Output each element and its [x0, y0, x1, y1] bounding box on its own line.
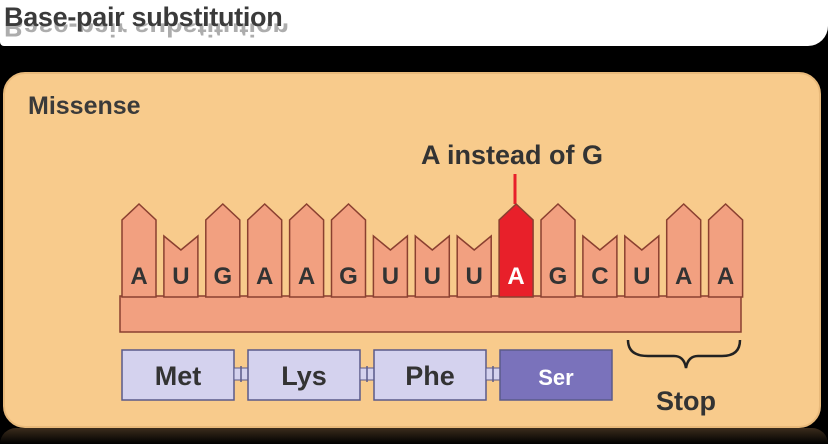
base-letter: U: [172, 263, 189, 290]
base-letter: A: [717, 263, 734, 290]
base-a: [121, 202, 157, 298]
codon-label: Ser: [538, 365, 574, 390]
base-letter: C: [591, 263, 608, 290]
codon-box: [499, 349, 613, 401]
base-u: [372, 234, 409, 298]
base-letter: A: [298, 263, 315, 290]
panel-label: Missense: [28, 92, 141, 120]
base-letter: A: [256, 263, 273, 290]
base-a: [246, 202, 283, 298]
base-u: [414, 234, 451, 298]
stop-brace: [626, 339, 742, 369]
base-letter: U: [466, 263, 483, 290]
base-a: [288, 202, 325, 298]
codon-box: [373, 349, 487, 401]
base-g: [205, 202, 241, 298]
codon-label: Phe: [405, 361, 455, 391]
codon-label: Met: [155, 361, 202, 391]
base-letter: U: [424, 263, 441, 290]
base-letter: A: [675, 263, 692, 290]
codon-label: Lys: [281, 361, 327, 391]
codon-box: [247, 349, 361, 401]
codon-box: [121, 349, 235, 401]
header-bar: Base-pair substitution: [0, 0, 828, 46]
base-mutated: [498, 202, 534, 298]
bottom-reflection: [0, 428, 828, 444]
base-u: [163, 234, 199, 298]
base-a: [707, 202, 744, 298]
base-letter: A: [507, 263, 524, 290]
base-g: [540, 202, 576, 298]
base-g: [330, 202, 367, 298]
base-u: [456, 234, 492, 298]
page-title: Base-pair substitution: [4, 2, 283, 32]
base-c: [582, 234, 618, 298]
base-letter: G: [549, 263, 568, 290]
base-letter: U: [633, 263, 650, 290]
base-letter: G: [339, 263, 358, 290]
stop-label: Stop: [656, 386, 716, 416]
base-letter: U: [382, 263, 399, 290]
mutation-callout: A instead of G: [421, 140, 604, 170]
base-letter: G: [213, 263, 232, 290]
base-a: [665, 202, 702, 298]
base-u: [624, 234, 660, 298]
mrna-backbone: [119, 295, 742, 333]
base-letter: A: [130, 263, 147, 290]
